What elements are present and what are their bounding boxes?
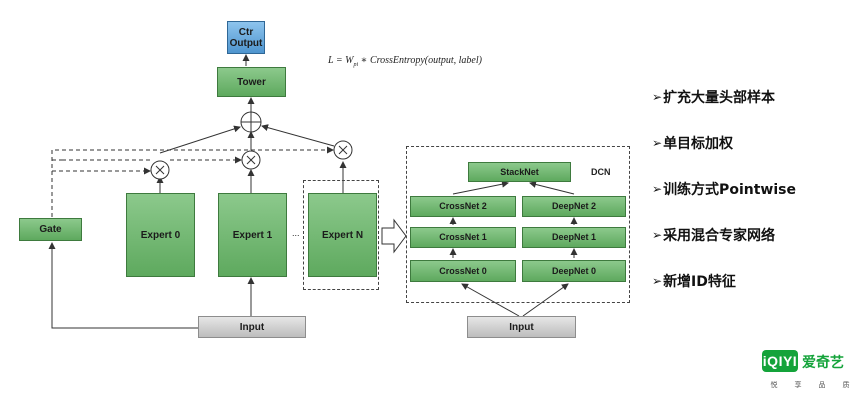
bullet-item: ➢扩充大量头部样本 xyxy=(652,74,796,120)
gate-to-timesN-dashed xyxy=(51,146,334,217)
input-to-deep0-arrow xyxy=(522,283,569,317)
logo-name: 爱奇艺 xyxy=(802,355,844,371)
expert-1-node: Expert 1 xyxy=(218,193,287,277)
crossnet-0-node: CrossNet 0 xyxy=(410,260,516,282)
bullet-item: ➢训练方式Pointwise xyxy=(652,166,796,212)
expert-n-node: Expert N xyxy=(308,193,377,277)
crossnet-1-node: CrossNet 1 xyxy=(410,227,516,248)
dcn-dashed-frame xyxy=(406,146,630,303)
bullet-arrow-icon: ➢ xyxy=(652,228,663,242)
logo-tagline: 悦 享 品 质 xyxy=(770,381,850,389)
bullet-arrow-icon: ➢ xyxy=(652,90,663,104)
input-node-left: Input xyxy=(198,316,306,338)
expert-n-dashed-frame xyxy=(303,180,379,290)
bullet-arrow-icon: ➢ xyxy=(652,182,663,196)
crossnet-2-node: CrossNet 2 xyxy=(410,196,516,217)
expand-arrow xyxy=(381,218,407,254)
bullet-item: ➢单目标加权 xyxy=(652,120,796,166)
iqiyi-logo: iQIYI 爱奇艺 悦 享 品 质 xyxy=(762,344,858,400)
multiply-node-1-icon xyxy=(241,150,261,170)
dcn-label: DCN xyxy=(591,167,611,177)
bullet-item: ➢采用混合专家网络 xyxy=(652,212,796,258)
stacknet-node: StackNet xyxy=(468,162,571,182)
multiply-node-n-icon xyxy=(333,140,353,160)
bullet-text: 新增ID特征 xyxy=(663,274,736,290)
logo-mark: iQIYI xyxy=(762,350,798,372)
deepnet-1-node: DeepNet 1 xyxy=(522,227,626,248)
bullet-text: 单目标加权 xyxy=(663,136,734,152)
bullet-text: 扩充大量头部样本 xyxy=(663,90,776,106)
times0-to-plus-arrow xyxy=(159,125,241,154)
multiply-node-0-icon xyxy=(150,160,170,180)
ctr-output-node: Ctr Output xyxy=(227,21,265,54)
feature-bullet-list: ➢扩充大量头部样本 ➢单目标加权 ➢训练方式Pointwise ➢采用混合专家网… xyxy=(652,74,796,304)
cross2-to-stack-arrow xyxy=(452,180,509,195)
bullet-arrow-icon: ➢ xyxy=(652,274,663,288)
deepnet-0-node: DeepNet 0 xyxy=(522,260,626,282)
timesN-to-plus-arrow xyxy=(261,124,335,147)
gate-node: Gate xyxy=(19,218,82,241)
experts-ellipsis: ... xyxy=(292,228,300,238)
bullet-item: ➢新增ID特征 xyxy=(652,258,796,304)
bullet-arrow-icon: ➢ xyxy=(652,136,663,150)
bullet-text: 采用混合专家网络 xyxy=(663,228,776,244)
loss-formula: L = Wpi ∗ CrossEntropy(output, label) xyxy=(328,55,482,68)
input-node-right: Input xyxy=(467,316,576,338)
deep2-to-stack-arrow xyxy=(529,181,575,195)
input-to-gate-arrow xyxy=(48,242,198,329)
expert-0-node: Expert 0 xyxy=(126,193,195,277)
deepnet-2-node: DeepNet 2 xyxy=(522,196,626,217)
input-to-cross0-arrow xyxy=(461,283,520,317)
tower-node: Tower xyxy=(217,67,286,97)
bullet-text: 训练方式Pointwise xyxy=(663,182,796,198)
